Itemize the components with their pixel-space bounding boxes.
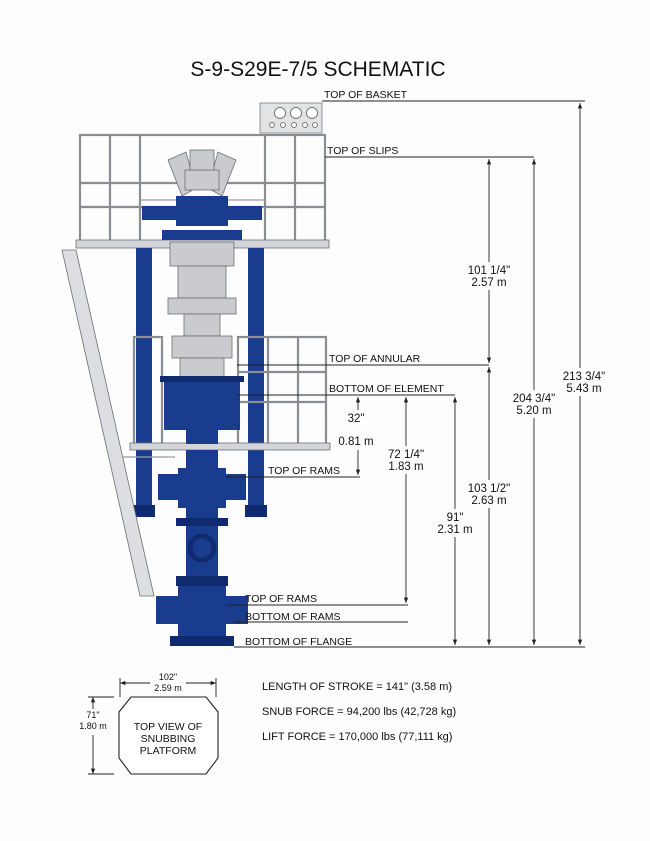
spec-snub-force: SNUB FORCE = 94,200 lbs (42,728 kg) [262,706,456,718]
dim-slips-to-annular-m: 2.57 m [471,277,506,289]
dim-basket-to-flange-m: 5.43 m [566,383,601,395]
label-top-of-rams-lower: TOP OF RAMS [245,593,317,605]
dimension-values: 101 1/4" 2.57 m 32" 0.81 m 72 1/4" 1.83 … [338,262,612,537]
upper-ram-bop [158,450,246,576]
spec-lift-force: LIFT FORCE = 170,000 lbs (77,111 kg) [262,731,452,743]
top-view-label-2: SNUBBING [141,733,196,745]
lower-ram-bop [156,576,248,646]
top-view-width-in: 102" [159,672,177,682]
top-view-depth-m: 1.80 m [79,721,107,731]
label-bottom-of-element: BOTTOM OF ELEMENT [329,383,444,395]
control-panel [259,102,323,134]
dim-slips-to-flange-in: 204 3/4" [513,393,555,405]
label-top-of-rams-upper: TOP OF RAMS [268,465,340,477]
top-view-width-m: 2.59 m [154,683,182,693]
schematic-title: S-9-S29E-7/5 SCHEMATIC [190,58,445,81]
specifications: LENGTH OF STROKE = 141" (3.58 m) SNUB FO… [262,681,456,743]
dim-annular-to-flange-in: 103 1/2" [468,483,510,495]
dim-element-to-lower-rams-m: 1.83 m [388,461,423,473]
label-top-of-annular: TOP OF ANNULAR [329,353,421,365]
snubbing-unit-drawing [61,102,331,646]
traveling-head [142,149,262,240]
dim-element-to-flange-in: 91" [447,512,464,524]
side-boom [61,249,155,597]
slip-bowls [167,241,237,379]
dim-slips-to-flange-m: 5.20 m [516,405,551,417]
top-view-label-1: TOP VIEW OF [134,721,202,733]
label-top-of-basket: TOP OF BASKET [324,89,408,101]
dim-element-to-rams-m: 0.81 m [338,436,373,448]
top-view-label-3: PLATFORM [140,745,196,757]
dim-element-to-rams-in: 32" [348,413,365,425]
reference-levels: TOP OF BASKET TOP OF SLIPS TOP OF ANNULA… [226,89,585,648]
dim-slips-to-annular-in: 101 1/4" [468,265,510,277]
annular-preventer [160,376,244,444]
top-view-depth-in: 71" [86,710,99,720]
top-view-inset: 102" 2.59 m 71" 1.80 m TOP VIEW OF SNUBB… [79,672,219,775]
dimension-lines [355,103,583,645]
dim-basket-to-flange-in: 213 3/4" [563,371,605,383]
label-top-of-slips: TOP OF SLIPS [327,145,398,157]
label-bottom-of-rams: BOTTOM OF RAMS [245,611,340,623]
dim-annular-to-flange-m: 2.63 m [471,495,506,507]
dim-element-to-lower-rams-in: 72 1/4" [388,449,424,461]
spec-length-of-stroke: LENGTH OF STROKE = 141" (3.58 m) [262,681,452,693]
label-bottom-of-flange: BOTTOM OF FLANGE [245,636,352,648]
dim-element-to-flange-m: 2.31 m [437,524,472,536]
